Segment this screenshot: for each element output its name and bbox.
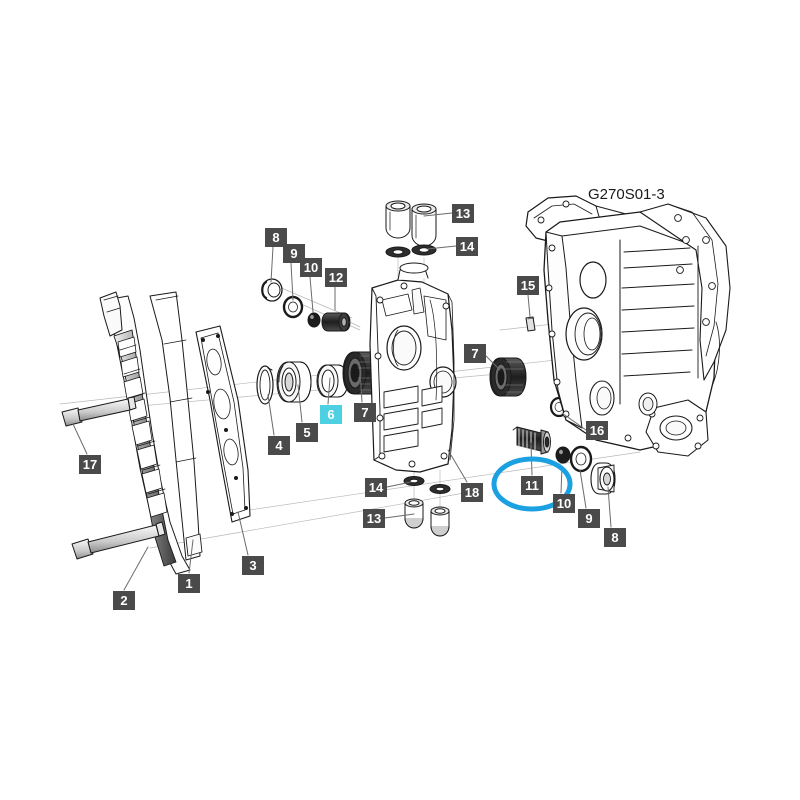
callout-9[interactable]: 9 (283, 244, 305, 263)
leader-line-16 (561, 412, 587, 431)
callout-4[interactable]: 4 (268, 436, 290, 455)
callout-5[interactable]: 5 (296, 423, 318, 442)
part-seal-ring-left (261, 278, 283, 302)
part-breather-plug-top-left (385, 200, 411, 239)
part-o-ring-left (282, 295, 304, 319)
leader-line-9 (290, 262, 294, 301)
leader-line-18 (447, 449, 468, 483)
part-seal-ring-right (590, 462, 616, 495)
leader-line-10 (309, 276, 314, 313)
part-ball-bearing (276, 361, 312, 403)
callout-9[interactable]: 9 (578, 509, 600, 528)
leader-line-13 (423, 212, 453, 217)
leader-line-13 (384, 513, 415, 519)
part-needle-bearing-bush-right (489, 357, 527, 397)
part-washer-top-right (411, 244, 437, 256)
callout-3[interactable]: 3 (242, 556, 264, 575)
part-o-ring-right-2 (569, 445, 593, 473)
part-bolt-upper (61, 396, 137, 427)
callout-18[interactable]: 18 (461, 483, 483, 502)
leader-line-9 (579, 469, 587, 509)
leader-line-1 (188, 539, 194, 574)
part-snap-ring (256, 365, 274, 405)
leader-line-4 (267, 394, 275, 436)
leader-line-17 (72, 423, 88, 455)
callout-2[interactable]: 2 (113, 591, 135, 610)
callout-10[interactable]: 10 (300, 258, 322, 277)
callout-14[interactable]: 14 (456, 237, 478, 256)
callout-14[interactable]: 14 (365, 478, 387, 497)
leader-line-7 (485, 355, 501, 371)
part-shift-lever-assembly (99, 291, 203, 575)
part-transmission-case-body (525, 195, 731, 457)
leader-line-2 (123, 546, 149, 591)
part-long-bolt-lower (71, 521, 166, 560)
callout-6[interactable]: 6 (320, 405, 342, 424)
leader-line-8 (270, 246, 274, 283)
leader-line-8 (607, 486, 612, 528)
callout-11[interactable]: 11 (521, 476, 543, 495)
leader-line-6 (327, 377, 331, 405)
callout-13[interactable]: 13 (363, 509, 385, 528)
callout-7[interactable]: 7 (354, 403, 376, 422)
part-washer-bottom-right (429, 484, 451, 494)
part-woodruff-key (525, 316, 536, 332)
leader-line-5 (297, 384, 303, 423)
part-spacer-collar (316, 364, 349, 398)
part-transmission-cover-housing (369, 262, 457, 473)
leader-line-7 (359, 369, 363, 403)
part-breather-plug-bottom-right (430, 506, 450, 537)
callout-10[interactable]: 10 (553, 494, 575, 513)
callout-13[interactable]: 13 (452, 204, 474, 223)
part-breather-plug-bottom-left (404, 498, 424, 529)
part-interlock-pin (321, 312, 361, 332)
leader-line-15 (527, 294, 531, 318)
part-steel-ball-right (555, 446, 571, 464)
leader-line-3 (237, 511, 249, 556)
callout-8[interactable]: 8 (265, 228, 287, 247)
callout-15[interactable]: 15 (517, 276, 539, 295)
part-detent-spring-plug (512, 426, 551, 455)
callout-17[interactable]: 17 (79, 455, 101, 474)
leader-line-14 (426, 245, 457, 250)
part-cover-gasket (195, 325, 251, 523)
highlight-ring (491, 456, 573, 512)
part-steel-ball-left (307, 312, 321, 328)
part-breather-plug-top-right (411, 203, 437, 247)
diagram-title: G270S01-3 (588, 186, 665, 203)
callout-12[interactable]: 12 (325, 268, 347, 287)
callout-7[interactable]: 7 (464, 344, 486, 363)
callout-1[interactable]: 1 (178, 574, 200, 593)
part-washer-bottom-left (403, 476, 425, 486)
callout-16[interactable]: 16 (586, 421, 608, 440)
part-washer-top-left (385, 246, 411, 258)
callout-8[interactable]: 8 (604, 528, 626, 547)
leader-line-14 (386, 481, 412, 488)
